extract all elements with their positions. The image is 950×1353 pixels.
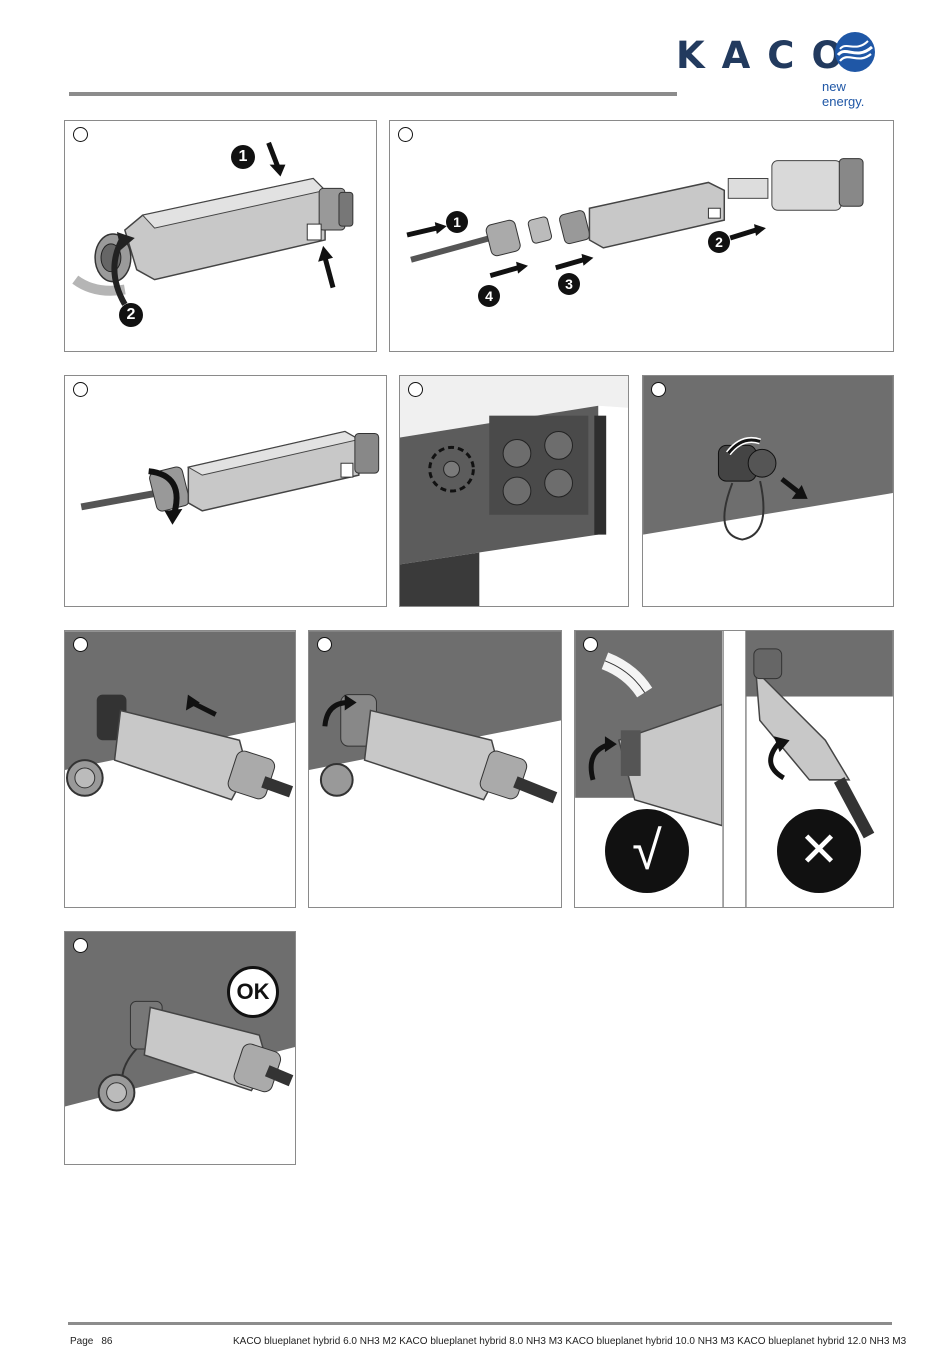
callout-badge: 3 bbox=[558, 273, 580, 295]
inverter-ports-illustration bbox=[400, 376, 628, 606]
callout-badge: 2 bbox=[119, 303, 143, 327]
footer-rule bbox=[68, 1322, 892, 1325]
lock-ring-illustration bbox=[309, 631, 561, 804]
callout-badge: 2 bbox=[708, 231, 730, 253]
dust-cap-illustration bbox=[643, 376, 893, 541]
panel-turn-lock-ring bbox=[308, 630, 562, 908]
logo-text: KACO bbox=[676, 34, 860, 77]
panel-connector-close: 1 2 bbox=[64, 120, 377, 352]
callout-badge: 1 bbox=[446, 211, 468, 233]
panel-insert-connector bbox=[64, 630, 296, 908]
connector-exploded-illustration bbox=[406, 158, 864, 279]
step-circle bbox=[73, 938, 88, 953]
logo-tagline: new energy. bbox=[822, 79, 865, 109]
callout-badge: 4 bbox=[478, 285, 500, 307]
connector-close-illustration bbox=[72, 141, 354, 306]
panel-connector-exploded: 1 2 3 4 bbox=[389, 120, 894, 352]
document-title: KACO blueplanet hybrid 6.0 NH3 M2 KACO b… bbox=[233, 1336, 907, 1347]
header-rule bbox=[69, 92, 677, 96]
panel-correct-vs-wrong: √ ✕ bbox=[574, 630, 894, 908]
step-circle bbox=[73, 637, 88, 652]
correct-mark-icon: √ bbox=[605, 809, 689, 893]
step-circle bbox=[583, 637, 598, 652]
page-label: Page bbox=[70, 1336, 94, 1347]
panel-completed: OK bbox=[64, 931, 296, 1165]
panel-cable-nut-tighten bbox=[64, 375, 387, 607]
step-circle bbox=[408, 382, 423, 397]
insert-connector-illustration bbox=[65, 631, 295, 801]
step-circle bbox=[73, 127, 88, 142]
step-circle bbox=[317, 637, 332, 652]
ok-badge: OK bbox=[227, 966, 279, 1018]
cable-nut-illustration bbox=[80, 430, 380, 525]
wrong-mark-icon: ✕ bbox=[777, 809, 861, 893]
page-number: Page 86 bbox=[70, 1336, 112, 1347]
panel-inverter-port-location bbox=[399, 375, 629, 607]
kaco-logo: KACO new energy. bbox=[676, 28, 891, 109]
step-circle bbox=[398, 127, 413, 142]
step-circle bbox=[73, 382, 88, 397]
correct-wrong-illustration bbox=[575, 631, 893, 907]
callout-badge: 1 bbox=[231, 145, 255, 169]
page-number-value: 86 bbox=[101, 1336, 113, 1347]
panel-remove-dust-cap bbox=[642, 375, 894, 607]
logo-wave-icon bbox=[835, 32, 875, 72]
step-circle bbox=[651, 382, 666, 397]
